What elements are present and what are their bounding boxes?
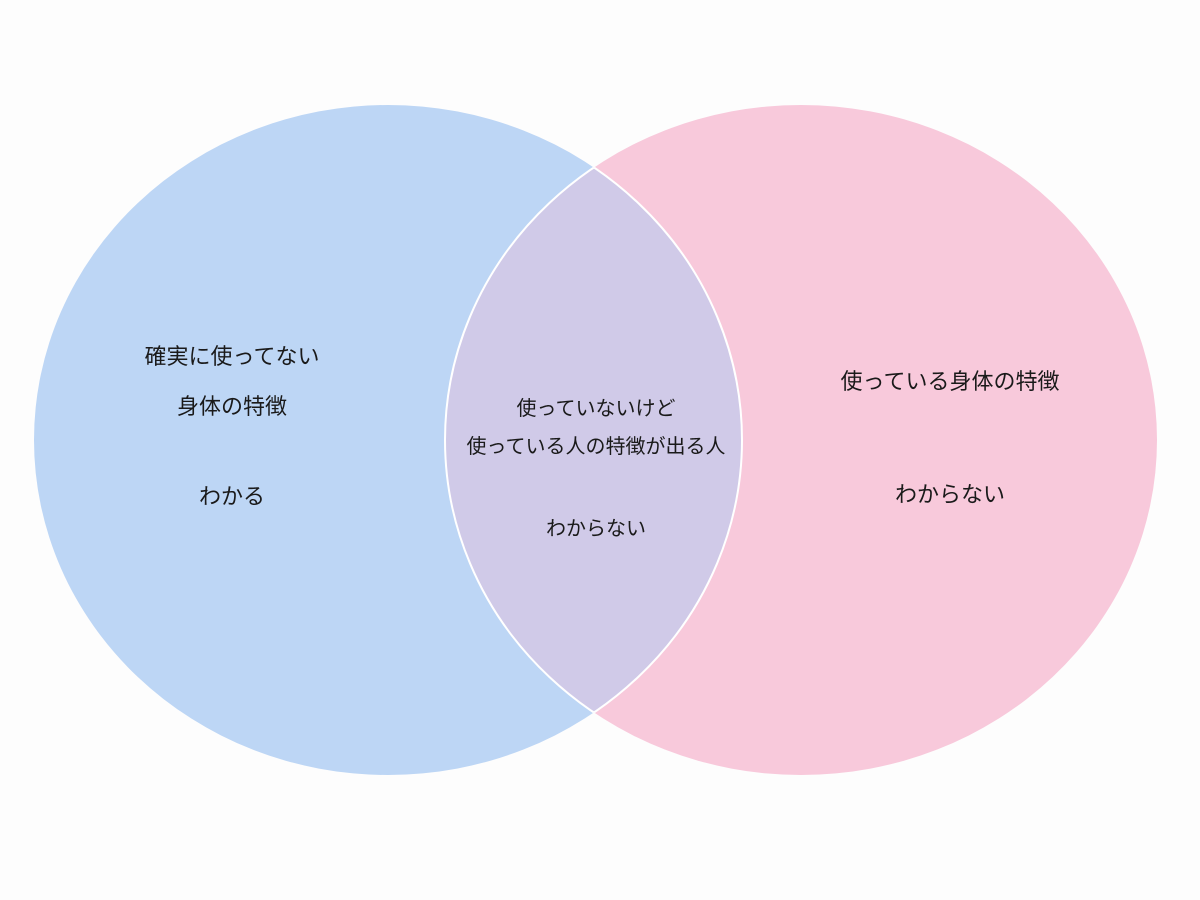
- left-set-status: わかる: [198, 485, 266, 510]
- intersection-outline: [444, 105, 742, 775]
- right-set-title-line-1: 使っている身体の特徴: [840, 370, 1060, 395]
- right-set-status: わからない: [894, 483, 1006, 508]
- intersection-title-line-1: 使っていないけど: [516, 396, 676, 420]
- intersection-status: わからない: [546, 516, 646, 540]
- intersection-region: [445, 105, 742, 775]
- left-set-title-line-2: 身体の特徴: [176, 395, 288, 420]
- left-set-title-line-1: 確実に使ってない: [144, 345, 320, 370]
- intersection-title-line-2: 使っている人の特徴が出る人: [466, 434, 726, 458]
